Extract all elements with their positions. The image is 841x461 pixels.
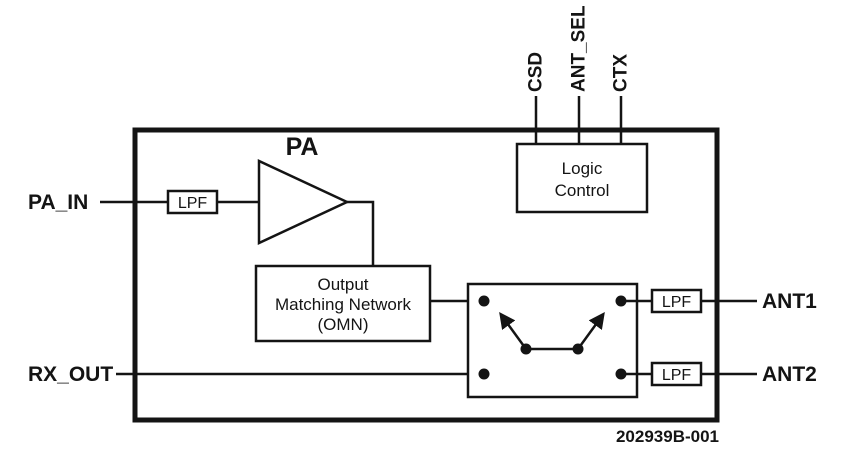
pa-in-label: PA_IN	[28, 191, 88, 214]
switch-arm-right-arrow	[576, 312, 605, 350]
ant1-label: ANT1	[762, 290, 817, 313]
csd-pin-label: CSD	[526, 52, 547, 92]
pa-output-line	[347, 200, 375, 266]
rx-out-label: RX_OUT	[28, 363, 113, 386]
pa-label: PA	[286, 133, 319, 161]
lpf-ant1-label: LPF	[662, 294, 692, 311]
switch-common-left-dot	[520, 343, 532, 355]
switch-port-bottom-left-dot	[478, 368, 490, 380]
pa-amplifier-triangle	[257, 159, 350, 245]
lpf-ant2-label: LPF	[662, 367, 692, 384]
omn-label-line2: Matching Network	[275, 295, 412, 314]
switch-port-top-left-dot	[478, 295, 490, 307]
logic-control-box	[515, 142, 649, 214]
omn-box	[254, 264, 432, 343]
logic-control-label-line2: Control	[555, 181, 610, 200]
omn-label-line1: Output	[317, 275, 368, 294]
figure-code-label: 202939B-001	[616, 427, 719, 446]
lpf-input-label: LPF	[178, 195, 208, 212]
ant-sel-pin-label: ANT_SEL	[569, 5, 590, 92]
antenna-switch-box	[466, 282, 639, 399]
switch-arm-left-arrow	[499, 312, 528, 350]
logic-control-label-line1: Logic	[562, 159, 603, 178]
ant2-label: ANT2	[762, 363, 817, 386]
ctx-pin-label: CTX	[611, 54, 632, 92]
omn-label-line3: (OMN)	[318, 315, 369, 334]
module-outline	[132, 127, 720, 423]
switch-common-right-dot	[572, 343, 584, 355]
